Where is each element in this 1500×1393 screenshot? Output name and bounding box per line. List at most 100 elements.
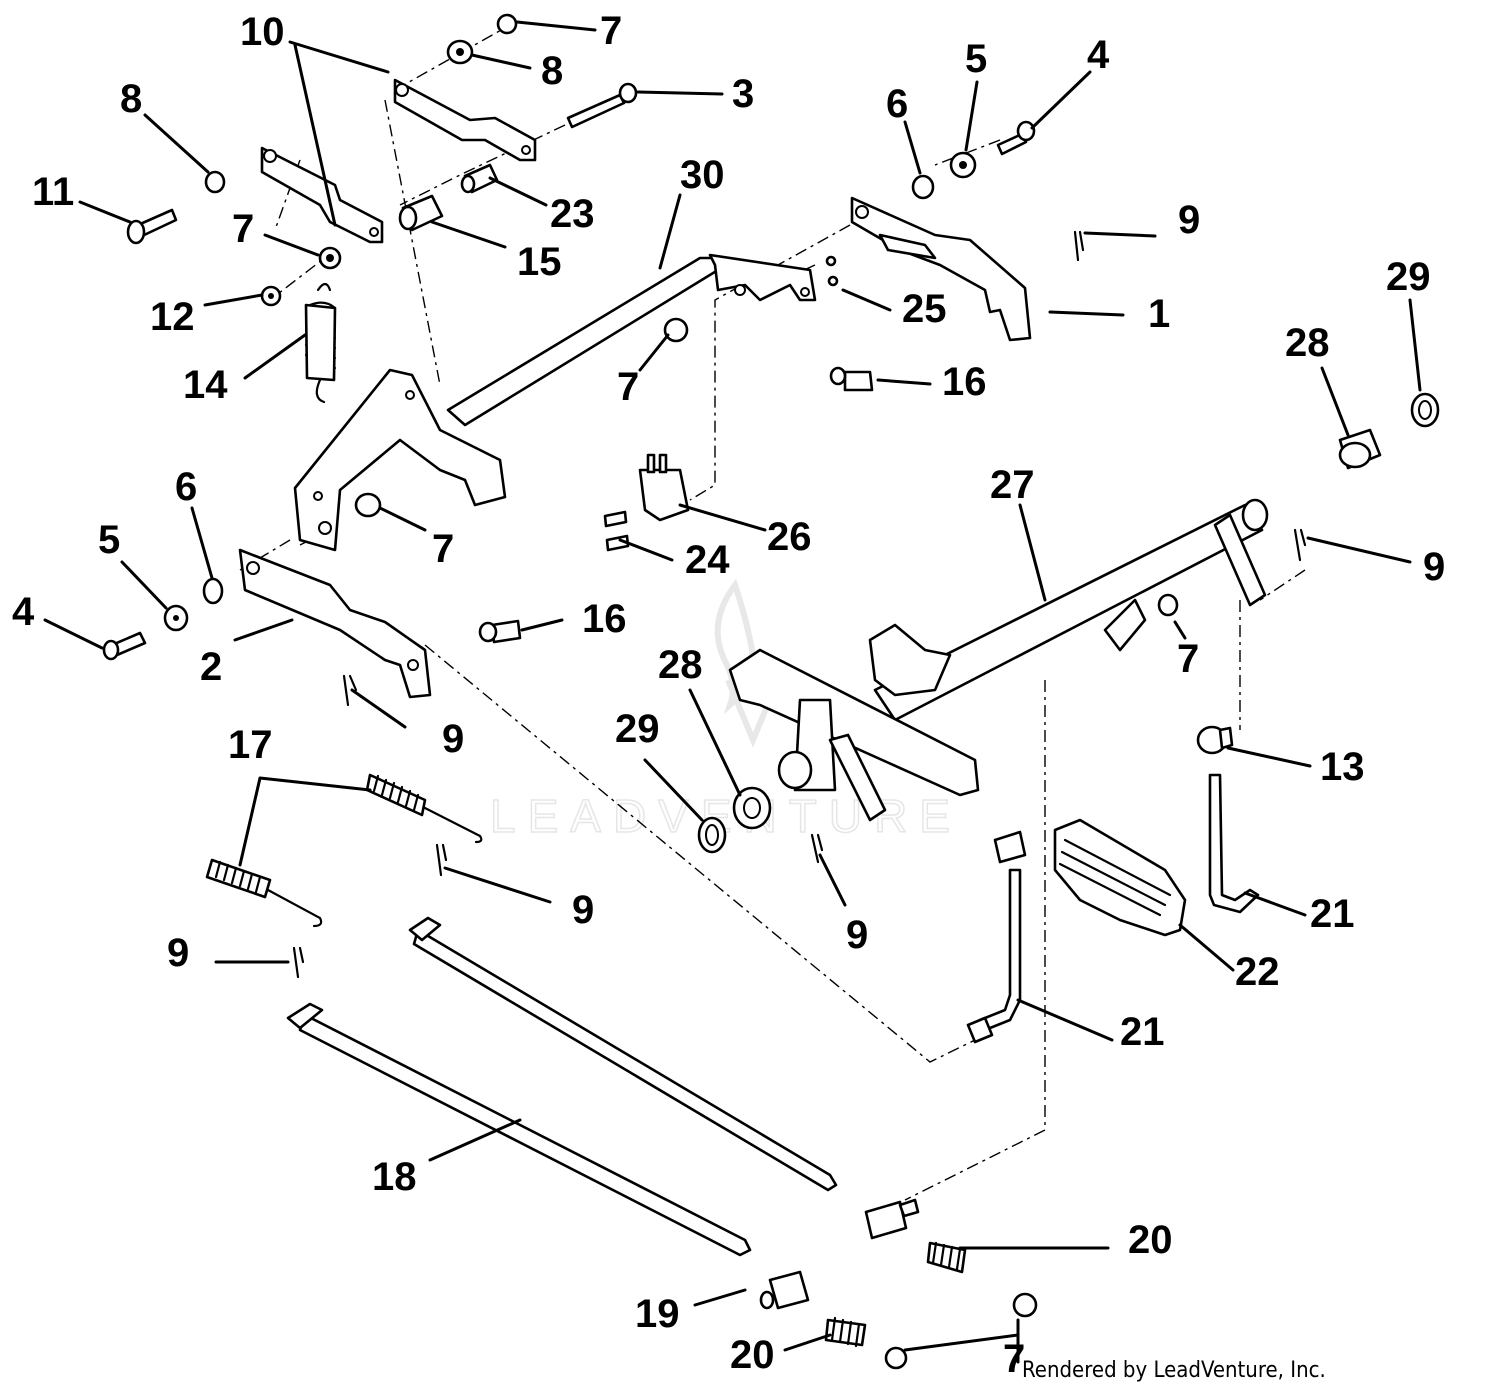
callout-17: 17 — [228, 723, 273, 767]
part-21-rod-center — [966, 868, 1022, 1044]
callout-27: 27 — [990, 463, 1035, 507]
part-25-nut-2 — [827, 275, 839, 287]
part-30-frame — [293, 253, 817, 552]
part-8-washer — [204, 170, 226, 194]
part-10-upper-link — [393, 78, 537, 162]
callout-9: 9 — [572, 888, 594, 932]
part-9-pin-center — [810, 833, 824, 864]
callout-9: 9 — [1178, 198, 1200, 242]
callout-7: 7 — [232, 207, 254, 251]
part-24-screw — [603, 510, 628, 528]
part-18-rod-lower — [286, 1002, 752, 1257]
callout-22: 22 — [1235, 950, 1280, 994]
part-15-bushing — [398, 194, 444, 232]
callout-7: 7 — [1177, 637, 1199, 681]
part-16-bolt-lower — [478, 619, 522, 644]
parts — [102, 13, 1440, 1370]
callout-24: 24 — [685, 538, 730, 582]
callout-12: 12 — [150, 295, 195, 339]
callout-5: 5 — [965, 37, 987, 81]
callout-20: 20 — [730, 1333, 775, 1377]
callout-5: 5 — [98, 518, 120, 562]
part-6-washer-top — [911, 174, 935, 200]
part-5-nut-top — [949, 151, 977, 179]
part-17-spring-lower — [205, 858, 323, 928]
part-7-nut-axle — [1157, 593, 1179, 617]
callout-4: 4 — [1087, 33, 1110, 77]
callout-23: 23 — [550, 192, 595, 236]
part-28-bushing-lower — [732, 786, 772, 830]
callout-9: 9 — [167, 931, 189, 975]
callout-3: 3 — [732, 72, 754, 116]
callout-20: 20 — [1128, 1218, 1173, 1262]
callout-29: 29 — [615, 707, 660, 751]
part-25-nut — [825, 255, 837, 267]
part-17-spring-upper — [365, 773, 483, 844]
part-9-pin-mid-left — [435, 843, 448, 877]
part-9-pin-right — [1293, 528, 1307, 562]
part-19-clevis — [759, 1270, 810, 1310]
callout-29: 29 — [1386, 255, 1431, 299]
callout-11: 11 — [32, 170, 74, 214]
callout-9: 9 — [442, 717, 464, 761]
callout-18: 18 — [372, 1155, 417, 1199]
callout-7: 7 — [600, 9, 622, 53]
part-rod-end-knob — [993, 830, 1027, 864]
part-18-rod-upper — [408, 916, 838, 1192]
part-7-nut-bottom-right — [1012, 1292, 1038, 1318]
callout-28: 28 — [1285, 321, 1330, 365]
part-28-bushing-right — [1338, 428, 1382, 470]
callout-25: 25 — [902, 287, 947, 331]
part-20-spring-lower — [824, 1316, 867, 1348]
callout-1: 1 — [1148, 292, 1170, 336]
part-11-bolt — [126, 208, 178, 245]
part-9-pin-left — [342, 674, 358, 707]
callout-7: 7 — [617, 365, 639, 409]
part-2-bracket — [238, 548, 432, 699]
callout-6: 6 — [886, 82, 908, 126]
part-4-bolt-top — [996, 120, 1036, 156]
part-5-nut-left — [163, 604, 189, 632]
part-10-lower-link — [260, 146, 384, 244]
callout-16: 16 — [582, 597, 627, 641]
callout-numbers: 10 7 8 3 5 4 8 6 30 11 23 9 7 15 29 25 1… — [12, 9, 1445, 1381]
callout-4: 4 — [12, 590, 35, 634]
callout-21: 21 — [1310, 892, 1355, 936]
part-20-spring-upper — [926, 1241, 967, 1274]
part-6-washer-left — [202, 577, 224, 605]
part-9-pin-far-left — [292, 946, 305, 979]
part-1-bracket — [850, 196, 1032, 342]
callout-28: 28 — [658, 643, 703, 687]
callout-21: 21 — [1120, 1010, 1165, 1054]
part-23-bushing — [460, 163, 499, 194]
part-14-spring — [304, 282, 337, 404]
leader-lines — [43, 20, 1422, 1364]
callout-10: 10 — [240, 10, 285, 54]
part-9-pin-top — [1073, 230, 1085, 262]
callout-14: 14 — [183, 363, 228, 407]
callout-16: 16 — [942, 360, 987, 404]
part-clevis-block — [864, 1198, 920, 1240]
callout-7: 7 — [1003, 1337, 1025, 1381]
callout-8: 8 — [120, 77, 142, 121]
part-27-axle — [728, 498, 1269, 822]
callout-9: 9 — [846, 913, 868, 957]
part-26-switch — [638, 453, 690, 522]
footer-credit: Rendered by LeadVenture, Inc. — [1022, 1358, 1326, 1383]
callout-2: 2 — [200, 645, 222, 689]
part-3-bolt — [566, 82, 638, 129]
part-13-knob — [1196, 725, 1234, 755]
callout-8: 8 — [541, 49, 563, 93]
callout-13: 13 — [1320, 745, 1365, 789]
part-4-bolt-left — [102, 631, 147, 661]
part-21-rod-right — [1208, 773, 1260, 914]
callout-30: 30 — [680, 153, 725, 197]
part-7-nut-bottom-left — [884, 1346, 908, 1370]
callout-7: 7 — [432, 527, 454, 571]
callout-26: 26 — [767, 515, 812, 559]
part-7-nut-top — [496, 13, 518, 35]
callout-15: 15 — [517, 240, 562, 284]
part-7-nut-frame-mid — [663, 317, 689, 343]
part-16-bolt-upper — [829, 366, 874, 392]
